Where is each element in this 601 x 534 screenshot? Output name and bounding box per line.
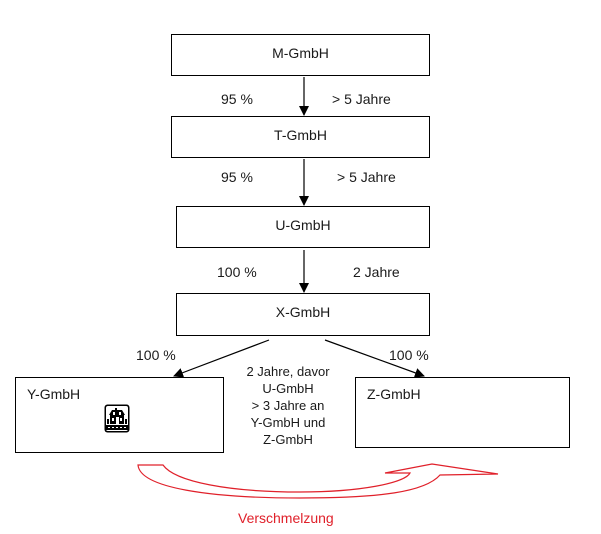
- edge-share-u-x: 100 %: [217, 264, 257, 280]
- node-label: X-GmbH: [275, 304, 331, 320]
- merger-label: Verschmelzung: [238, 510, 334, 526]
- edge-share-x-y: 100 %: [136, 347, 176, 363]
- note-line: > 3 Jahre an: [251, 398, 325, 413]
- node-label: U-GmbH: [275, 217, 331, 233]
- note-line: Y-GmbH und: [250, 415, 326, 430]
- edge-duration-m-t: > 5 Jahre: [332, 91, 391, 107]
- edge-share-x-z: 100 %: [389, 347, 429, 363]
- edge-duration-t-u: > 5 Jahre: [337, 169, 396, 185]
- node-label: T-GmbH: [274, 127, 327, 143]
- arrow-x-to-y: [173, 339, 270, 378]
- node-m-gmbh: M-GmbH: [171, 34, 430, 76]
- node-label: Z-GmbH: [367, 386, 421, 402]
- merger-arrow: [137, 463, 499, 499]
- node-z-gmbh: Z-GmbH: [355, 377, 570, 448]
- holding-note: 2 Jahre, davor U-GmbH > 3 Jahre an Y-Gmb…: [228, 363, 348, 448]
- node-x-gmbh: X-GmbH: [176, 293, 430, 336]
- node-u-gmbh: U-GmbH: [176, 206, 430, 248]
- house-icon: [104, 404, 130, 433]
- edge-share-m-t: 95 %: [221, 91, 253, 107]
- note-line: Z-GmbH: [263, 432, 313, 447]
- node-t-gmbh: T-GmbH: [171, 116, 430, 158]
- arrow-x-to-z: [324, 339, 425, 378]
- node-label: M-GmbH: [272, 45, 329, 61]
- edge-share-t-u: 95 %: [221, 169, 253, 185]
- node-y-gmbh: Y-GmbH: [15, 377, 224, 453]
- note-line: U-GmbH: [262, 381, 314, 396]
- node-label: Y-GmbH: [27, 386, 81, 402]
- edge-duration-u-x: 2 Jahre: [353, 264, 400, 280]
- note-line: 2 Jahre, davor: [246, 364, 330, 379]
